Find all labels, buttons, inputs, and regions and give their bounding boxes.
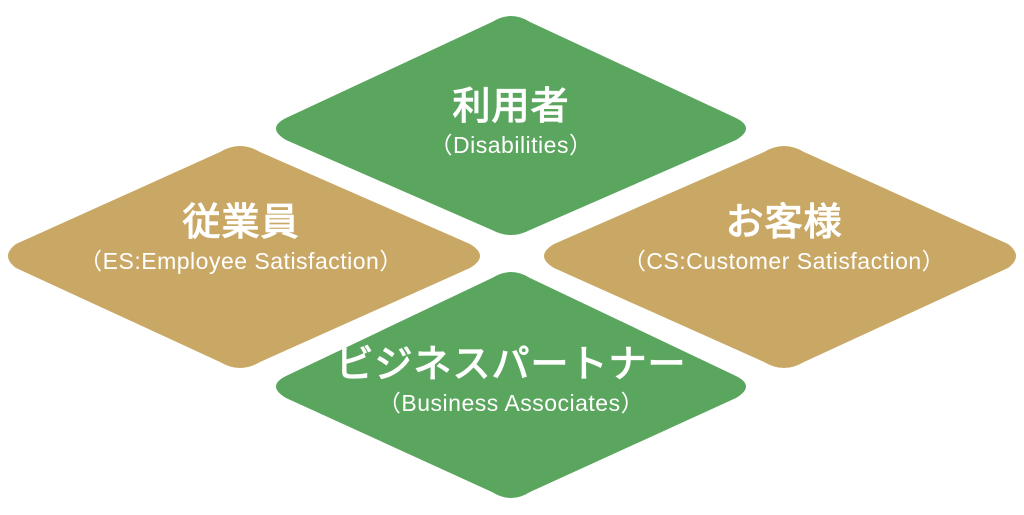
label-disabilities: 利用者 （Disabilities） (430, 84, 593, 160)
title-customers: お客様 (725, 200, 843, 244)
title-employees: 従業員 (182, 200, 300, 244)
diamond-bottom (276, 272, 746, 498)
subtitle-business-partners: （Business Associates） (377, 390, 645, 416)
subtitle-employees: （ES:Employee Satisfaction） (79, 248, 403, 274)
label-business-partners: ビジネスパートナー （Business Associates） (335, 342, 686, 418)
subtitle-customers: （CS:Customer Satisfaction） (622, 248, 946, 274)
diamond-top (276, 16, 746, 235)
subtitle-disabilities: （Disabilities） (429, 132, 593, 158)
title-disabilities: 利用者 (452, 84, 570, 128)
diamond-right (544, 146, 1016, 368)
title-business-partners: ビジネスパートナー (335, 342, 687, 386)
diamond-left (8, 146, 480, 368)
label-customers: お客様 （CS:Customer Satisfaction） (623, 200, 945, 276)
label-employees: 従業員 （ES:Employee Satisfaction） (79, 200, 403, 276)
